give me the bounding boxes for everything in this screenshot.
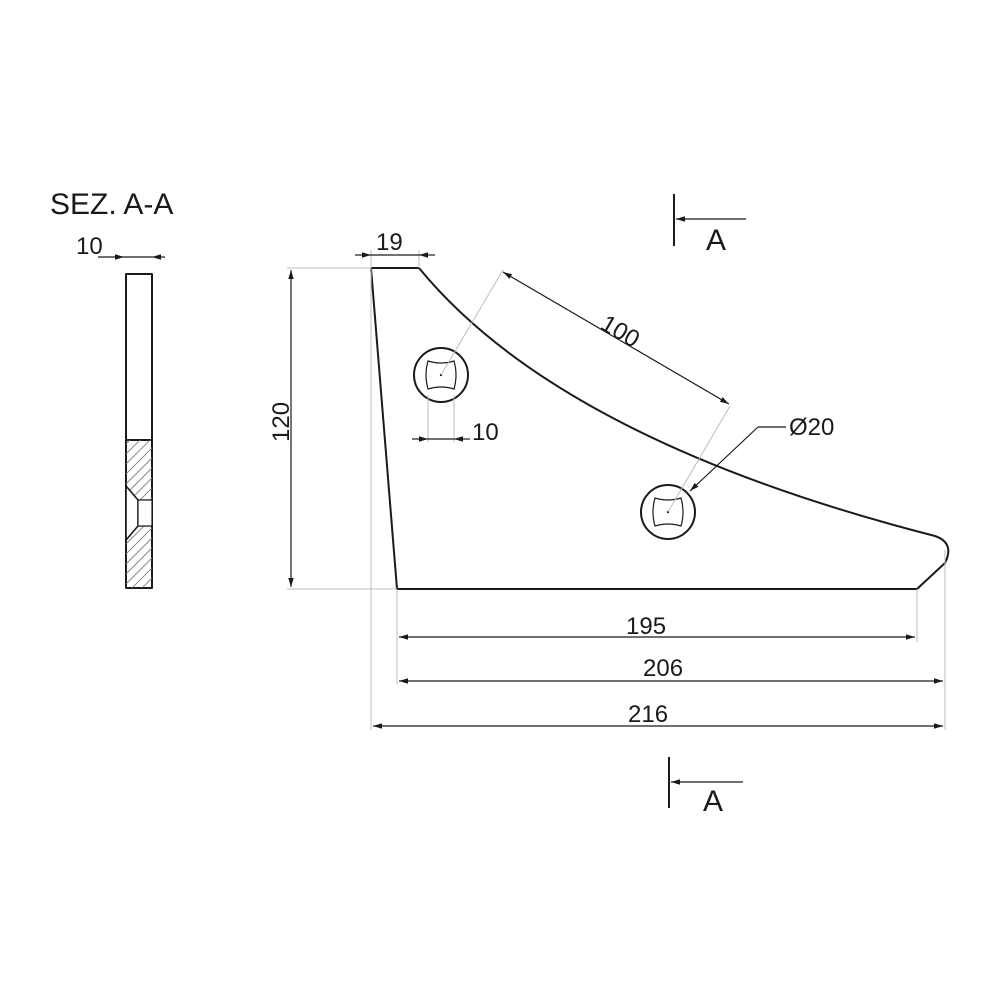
section-marker-top: A	[673, 194, 746, 257]
base-195-label: 195	[626, 613, 666, 640]
thickness-dimension: 10	[76, 233, 165, 260]
slot-label: 10	[472, 419, 499, 446]
section-marker-bottom: A	[668, 757, 743, 818]
plate-outline	[370, 267, 950, 590]
base-216-dimension: 216	[373, 701, 943, 729]
section-marker-top-label: A	[706, 224, 726, 257]
base-206-label: 206	[643, 655, 683, 682]
mounting-hole-2	[640, 484, 696, 540]
section-view: SEZ. A-A 10	[50, 188, 173, 589]
hole-spacing-dimension: 100	[440, 269, 731, 513]
base-216-label: 216	[628, 701, 668, 728]
slot-dimension: 10	[412, 395, 499, 446]
thickness-label: 10	[76, 233, 103, 260]
base-extension-lines	[370, 268, 946, 730]
section-bar-outline	[125, 273, 153, 589]
hole-diameter-leader: Ø20	[689, 414, 834, 492]
base-206-dimension: 206	[399, 655, 943, 684]
section-title: SEZ. A-A	[50, 188, 173, 221]
hole-spacing-label: 100	[596, 310, 644, 354]
section-marker-bottom-label: A	[703, 785, 723, 818]
hole-diameter-label: Ø20	[789, 414, 834, 441]
height-dimension: 120	[268, 267, 397, 590]
height-label: 120	[268, 402, 295, 442]
base-195-dimension: 195	[399, 613, 915, 640]
plate-view	[370, 267, 950, 590]
top-width-label: 19	[376, 229, 403, 256]
top-width-dimension: 19	[355, 229, 435, 268]
